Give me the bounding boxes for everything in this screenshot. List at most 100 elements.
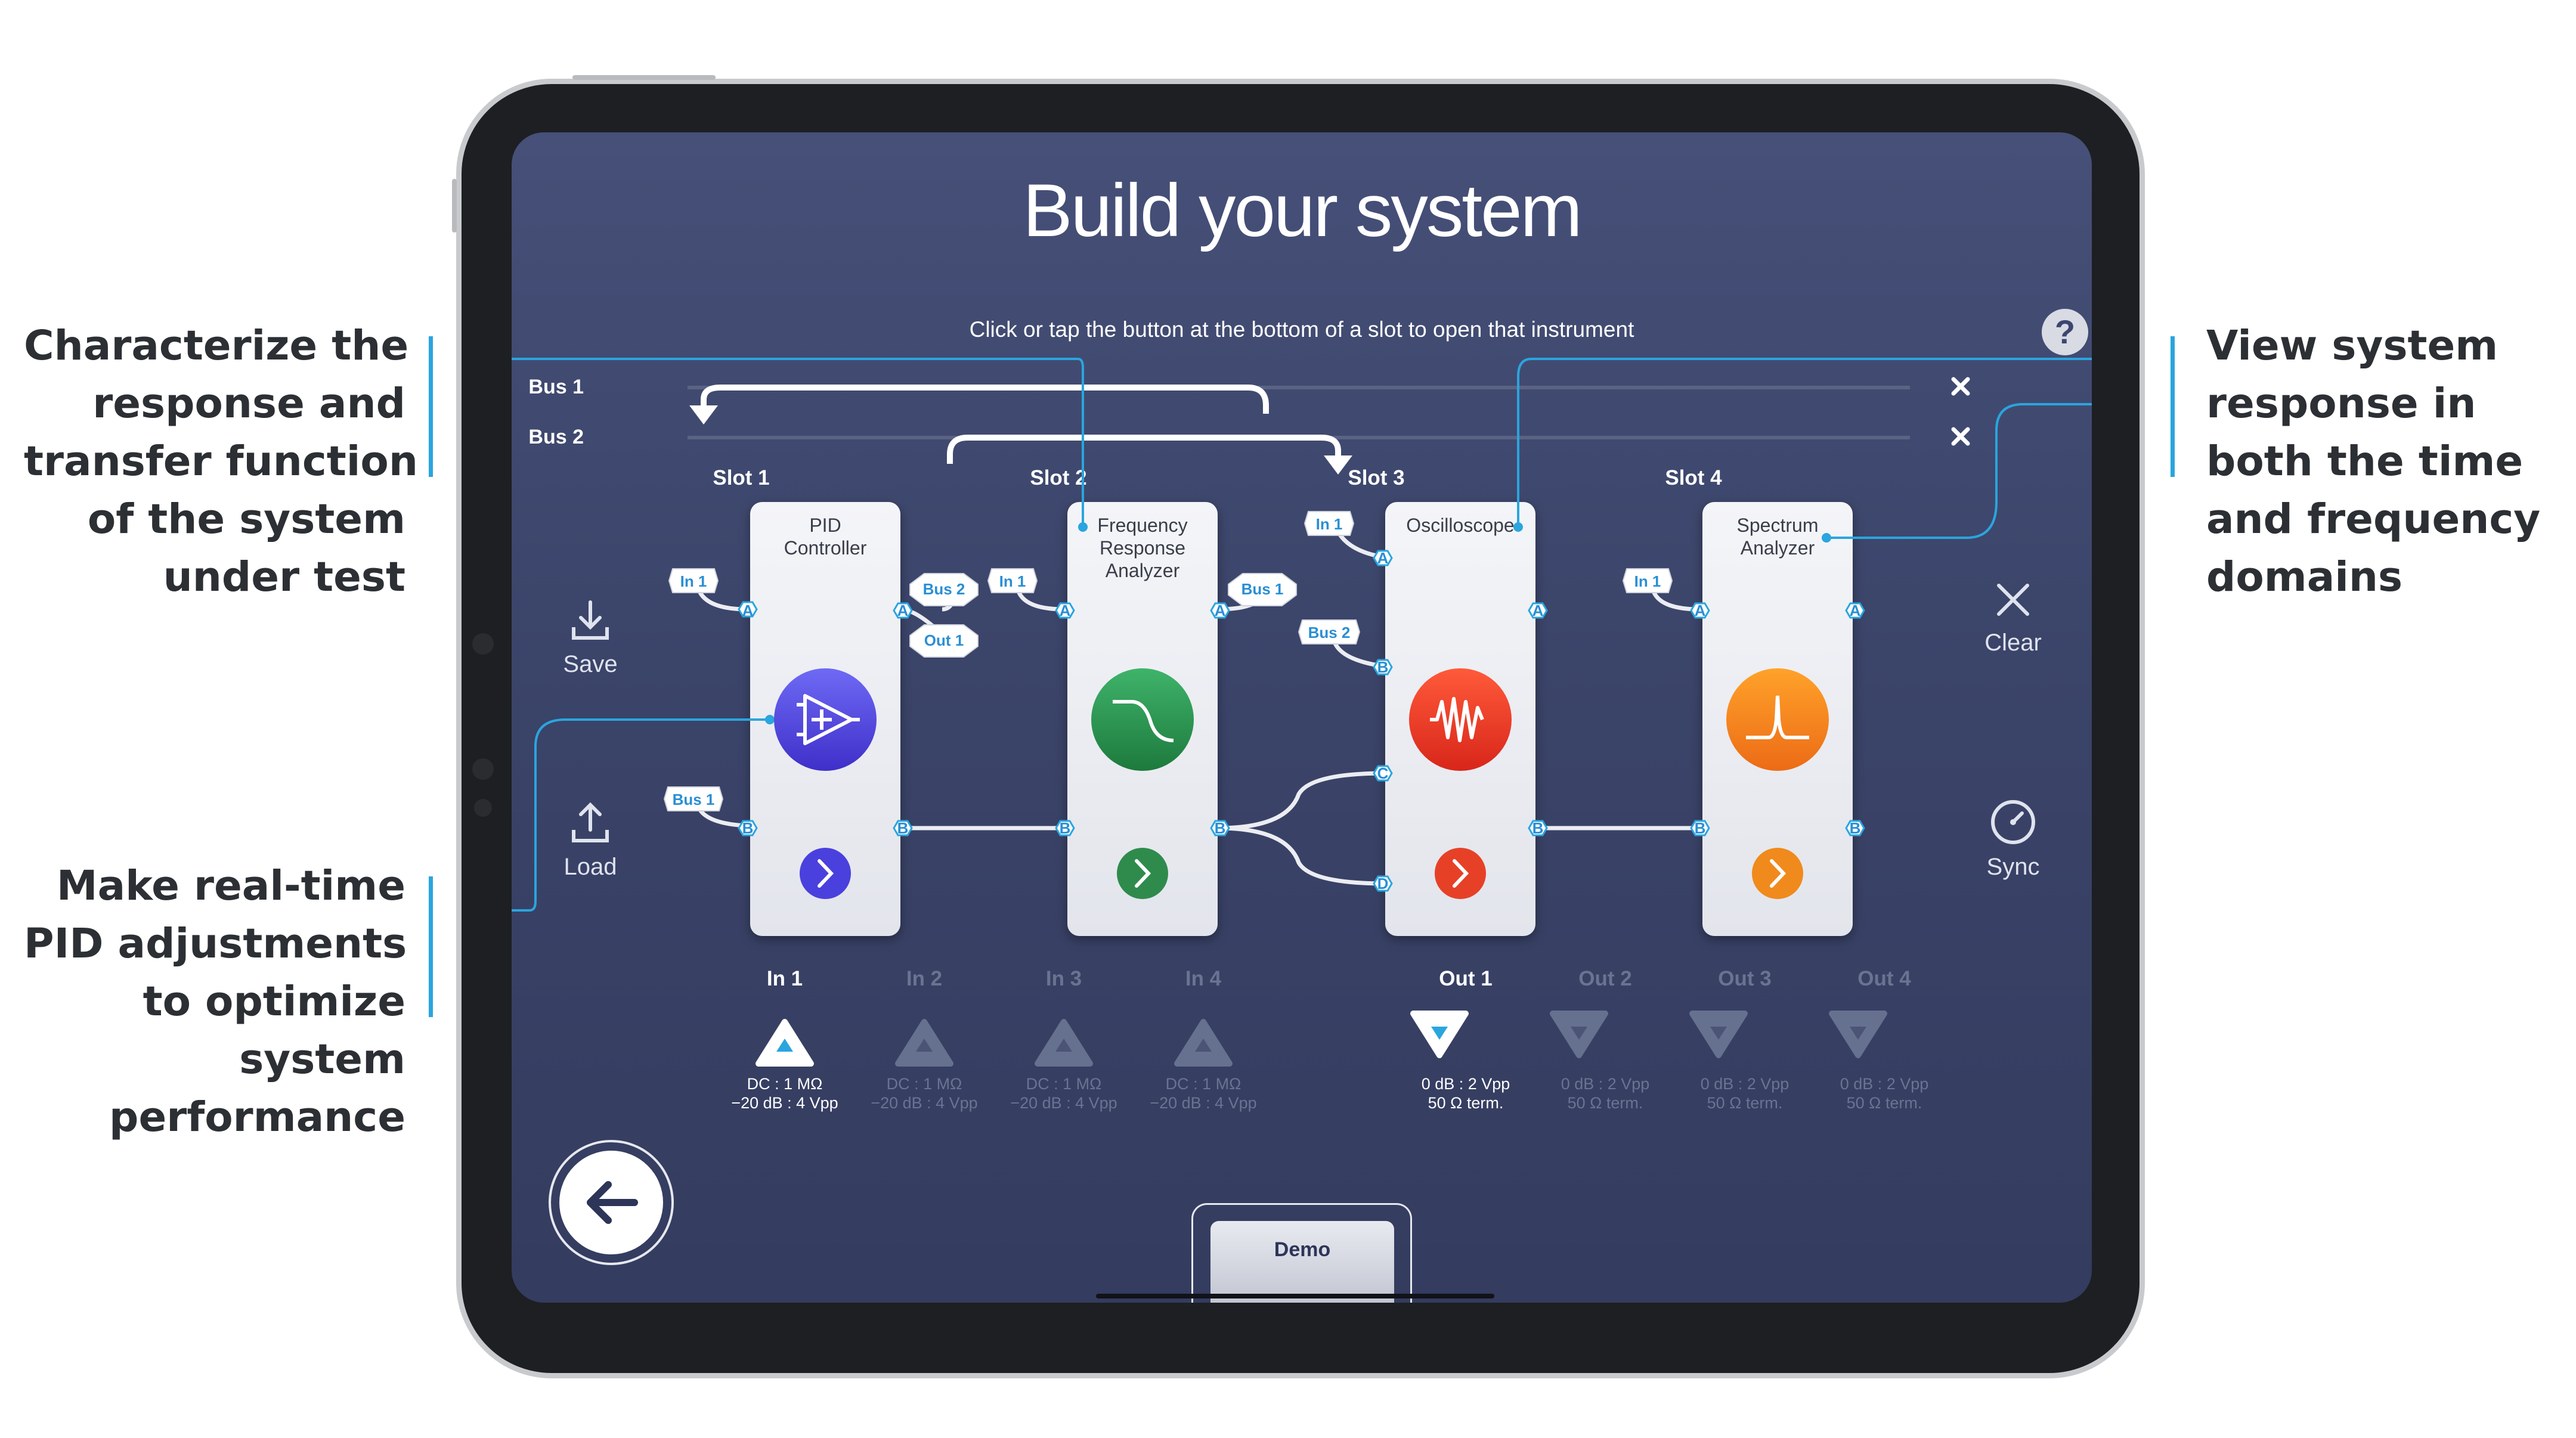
port-s4-out-a[interactable]: A bbox=[1845, 602, 1865, 619]
port-s2-in-b[interactable]: B bbox=[1055, 819, 1075, 837]
output-1-toggle[interactable] bbox=[1410, 1011, 1469, 1058]
demo-label: Demo bbox=[1274, 1238, 1331, 1261]
port-s4-out-b[interactable]: B bbox=[1845, 819, 1865, 837]
input-4-toggle[interactable] bbox=[1174, 1019, 1233, 1067]
output-3-toggle[interactable] bbox=[1689, 1011, 1748, 1058]
callout-line: transfer function bbox=[24, 438, 418, 485]
open-slot-4-button[interactable] bbox=[1752, 848, 1803, 899]
callout-line: and frequency bbox=[2206, 495, 2541, 543]
triangle-up-icon bbox=[916, 1039, 933, 1052]
callout-line: response in bbox=[2206, 380, 2476, 427]
port-s3-out-b[interactable]: B bbox=[1528, 819, 1548, 837]
output-4-label: Out 4 bbox=[1857, 967, 1911, 990]
callout-line: to optimize bbox=[143, 978, 405, 1025]
tag-in1-slot1[interactable]: In 1 bbox=[668, 568, 719, 593]
route-arrow-head bbox=[1324, 455, 1352, 475]
port-s1-out-b[interactable]: B bbox=[893, 819, 913, 837]
slot-name-line: Analyzer bbox=[1105, 560, 1180, 581]
port-s1-in-a[interactable]: A bbox=[738, 601, 758, 619]
tag-bus2-slot1[interactable]: Bus 2 bbox=[909, 573, 979, 606]
svg-text:Bus 1: Bus 1 bbox=[1241, 580, 1284, 598]
bus-1-label: Bus 1 bbox=[528, 376, 584, 398]
svg-text:D: D bbox=[1377, 875, 1389, 892]
wire-tag-bus2-s3 bbox=[1332, 641, 1383, 668]
tablet-side-button bbox=[452, 179, 457, 233]
slot-name-line: Analyzer bbox=[1740, 537, 1815, 559]
svg-text:B: B bbox=[1377, 658, 1389, 676]
wire-slot2-slot3-d bbox=[1217, 826, 1386, 886]
input-3-toggle[interactable] bbox=[1035, 1019, 1093, 1067]
port-s2-out-b[interactable]: B bbox=[1210, 819, 1230, 837]
help-button[interactable]: ? bbox=[2042, 309, 2088, 355]
slot-name-line: Response bbox=[1099, 537, 1186, 559]
spec-line: −20 dB : 4 Vpp bbox=[1150, 1094, 1257, 1112]
callout-bar bbox=[429, 336, 433, 477]
port-s2-out-a[interactable]: A bbox=[1210, 602, 1230, 619]
spec-line: −20 dB : 4 Vpp bbox=[871, 1094, 978, 1112]
tag-bus1-slot2[interactable]: Bus 1 bbox=[1228, 573, 1297, 606]
port-s4-in-b[interactable]: B bbox=[1690, 819, 1710, 837]
spectrum-peak-icon bbox=[1726, 668, 1829, 771]
sync-button[interactable]: Sync bbox=[1953, 797, 2073, 881]
output-2-toggle[interactable] bbox=[1550, 1011, 1608, 1058]
system-diagram: A B A B A B A B A B C D A B A B A B In 1… bbox=[512, 358, 2092, 1067]
home-indicator bbox=[1096, 1294, 1494, 1298]
bus-2-remove-icon[interactable] bbox=[1951, 427, 1970, 446]
port-s3-out-a[interactable]: A bbox=[1528, 602, 1548, 619]
tag-in1-slot2[interactable]: In 1 bbox=[987, 568, 1038, 593]
svg-text:B: B bbox=[1532, 819, 1544, 837]
tag-out1-slot1[interactable]: Out 1 bbox=[909, 624, 979, 658]
save-label: Save bbox=[563, 651, 618, 677]
port-s3-in-d[interactable]: D bbox=[1373, 875, 1393, 892]
port-s2-in-a[interactable]: A bbox=[1055, 602, 1075, 619]
input-2-toggle[interactable] bbox=[895, 1019, 953, 1067]
tag-in1-slot3[interactable]: In 1 bbox=[1304, 511, 1355, 536]
frequency-response-icon bbox=[1091, 668, 1194, 771]
port-s3-in-c[interactable]: C bbox=[1373, 764, 1393, 782]
back-button[interactable] bbox=[549, 1140, 674, 1265]
port-s1-in-b[interactable]: B bbox=[738, 819, 758, 837]
slot-name-line: Oscilloscope bbox=[1406, 515, 1515, 536]
svg-text:In 1: In 1 bbox=[1634, 572, 1661, 590]
callout-characterize: Characterize the response and transfer f… bbox=[24, 317, 418, 606]
spec-line: 0 dB : 2 Vpp bbox=[1561, 1075, 1650, 1093]
port-s4-in-a[interactable]: A bbox=[1690, 602, 1710, 619]
tag-in1-slot4[interactable]: In 1 bbox=[1622, 568, 1673, 593]
save-button[interactable]: Save bbox=[531, 597, 650, 678]
spec-line: 50 Ω term. bbox=[1846, 1094, 1922, 1112]
input-1-toggle[interactable] bbox=[756, 1019, 814, 1067]
svg-text:Bus 1: Bus 1 bbox=[673, 791, 715, 808]
callout-pid: Make real-time PID adjustments to optimi… bbox=[24, 857, 407, 1146]
tablet-sensor bbox=[472, 758, 494, 780]
spec-line: −20 dB : 4 Vpp bbox=[731, 1094, 838, 1112]
port-s3-in-a[interactable]: A bbox=[1373, 549, 1393, 567]
svg-text:A: A bbox=[1695, 602, 1706, 619]
route-arrow-bus-1 bbox=[701, 385, 1269, 414]
slot-name-line: Controller bbox=[784, 537, 867, 559]
input-3-spec: DC : 1 MΩ−20 dB : 4 Vpp bbox=[986, 1074, 1141, 1112]
load-button[interactable]: Load bbox=[531, 800, 650, 881]
callout-line: of the system bbox=[87, 495, 405, 543]
port-s3-in-b[interactable]: B bbox=[1373, 658, 1393, 676]
tag-bus2-slot3[interactable]: Bus 2 bbox=[1298, 619, 1361, 644]
demo-button[interactable]: Demo bbox=[1210, 1221, 1394, 1303]
output-4-toggle[interactable] bbox=[1829, 1011, 1887, 1058]
tag-bus1-slot1[interactable]: Bus 1 bbox=[663, 786, 724, 811]
upload-icon bbox=[572, 802, 609, 842]
port-s1-out-a[interactable]: A bbox=[893, 602, 913, 619]
output-1-label: Out 1 bbox=[1439, 967, 1493, 990]
clear-button[interactable]: Clear bbox=[1953, 576, 2073, 656]
open-slot-2-button[interactable] bbox=[1117, 848, 1168, 899]
leader-dot bbox=[1513, 522, 1523, 532]
waveform-icon bbox=[1409, 668, 1512, 771]
route-arrow-bus-2 bbox=[947, 435, 1341, 464]
slot-3-name: Oscilloscope bbox=[1385, 514, 1535, 537]
triangle-down-icon bbox=[1710, 1027, 1727, 1040]
open-slot-1-button[interactable] bbox=[800, 848, 851, 899]
callout-line: PID adjustments bbox=[24, 920, 407, 968]
bus-1-remove-icon[interactable] bbox=[1951, 377, 1970, 396]
slot-name-line: PID bbox=[809, 515, 841, 536]
tablet-sensor bbox=[474, 799, 492, 817]
svg-text:A: A bbox=[1215, 602, 1226, 619]
open-slot-3-button[interactable] bbox=[1435, 848, 1486, 899]
